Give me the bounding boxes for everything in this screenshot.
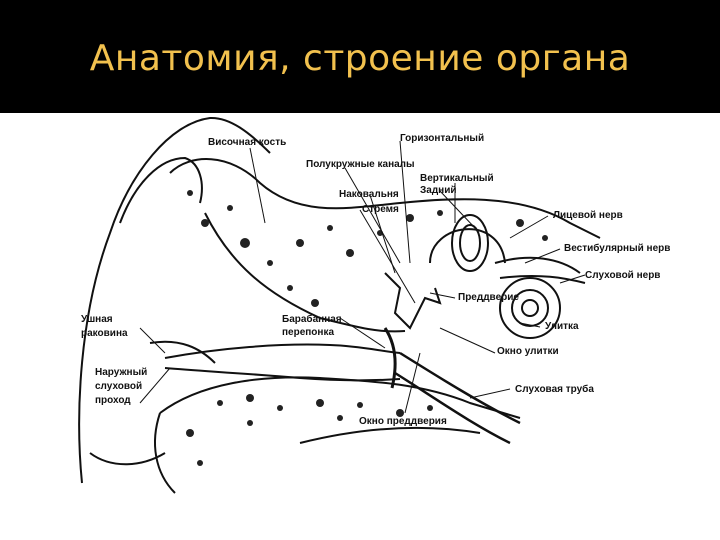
label-vertical: Вертикальный [420, 173, 494, 185]
label-pinna-1: Ушная [81, 314, 113, 326]
label-eardrum-1: Барабанная [282, 314, 342, 326]
cochlea-inner [522, 300, 538, 316]
label-vestibule: Преддверие [458, 292, 519, 304]
label-ear-canal-3: проход [95, 395, 131, 407]
label-ear-canal-2: слуховой [95, 381, 142, 393]
pinna-outline [79, 118, 270, 483]
ossicles [385, 273, 440, 328]
label-stapes: Стремя [362, 204, 399, 216]
pinna-lobe [90, 453, 165, 464]
label-auditory-nerve: Слуховой нерв [585, 270, 660, 282]
lower-bone-outline [160, 377, 520, 418]
label-oval-window: Окно преддверия [359, 416, 447, 428]
label-vestibular-nerve: Вестибулярный нерв [564, 243, 670, 255]
label-posterior: Задний [420, 185, 457, 197]
label-facial-nerve: Лицевой нерв [553, 210, 623, 222]
label-pinna-2: раковина [81, 328, 128, 340]
label-eustachian-tube: Слуховая труба [515, 384, 594, 396]
label-round-window: Окно улитки [497, 346, 559, 358]
ear-anatomy-illustration [0, 113, 720, 540]
label-horizontal: Горизонтальный [400, 133, 484, 145]
slide-title: Анатомия, строение органа [0, 38, 720, 79]
label-ear-canal-1: Наружный [95, 367, 147, 379]
label-incus: Наковальня [339, 189, 399, 201]
ear-canal-upper [165, 345, 400, 358]
label-semicircular-canals: Полукружные каналы [306, 159, 415, 171]
label-temporal-bone: Височная кость [208, 137, 286, 149]
label-eardrum-2: перепонка [282, 327, 334, 339]
label-cochlea: Улитка [545, 321, 579, 333]
semicircular-canal-3 [430, 229, 505, 263]
